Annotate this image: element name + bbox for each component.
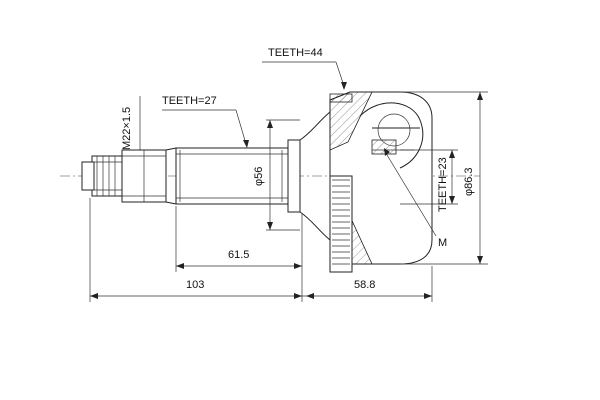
dim-58-8 xyxy=(302,266,433,302)
label-58-8: 58.8 xyxy=(354,279,375,291)
label-thread: M22×1.5 xyxy=(121,107,133,150)
leader-teeth-housing xyxy=(262,61,347,90)
threaded-end xyxy=(81,147,177,205)
dim-61-5 xyxy=(175,206,303,272)
leader-m xyxy=(383,148,437,237)
splined-shaft xyxy=(175,147,289,205)
label-103: 103 xyxy=(186,279,204,291)
label-teeth-housing: TEETH=44 xyxy=(268,47,323,59)
abs-tone-ring xyxy=(329,175,353,273)
label-teeth-inner: TEETH=23 xyxy=(437,157,449,212)
dim-teeth-inner xyxy=(400,149,458,205)
label-61-5: 61.5 xyxy=(228,249,249,261)
dim-shaft-diameter xyxy=(266,119,300,231)
label-teeth-shaft: TEETH=27 xyxy=(162,95,217,107)
label-m: M xyxy=(438,237,447,249)
leader-teeth-shaft xyxy=(162,109,249,148)
shaft-neck xyxy=(287,111,331,241)
label-shaft-diameter: φ56 xyxy=(253,167,265,186)
label-housing-diameter: φ86.3 xyxy=(463,167,475,196)
dim-103 xyxy=(89,198,303,302)
dim-housing-diameter xyxy=(400,91,488,265)
